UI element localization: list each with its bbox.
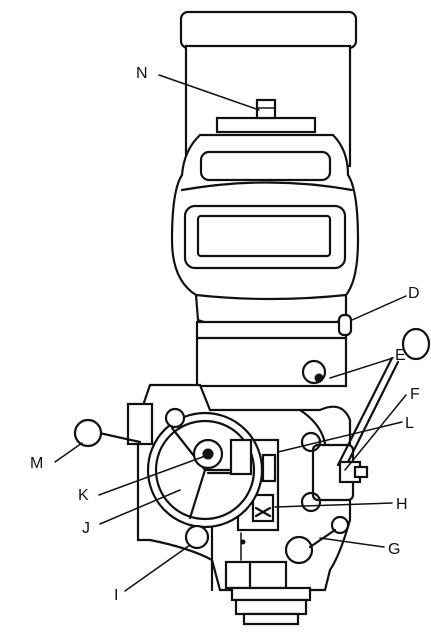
callout-e: E <box>395 347 406 364</box>
fine-feed-handwheel-k <box>146 407 264 529</box>
callout-l: L <box>405 415 414 432</box>
handle-knob-m <box>73 418 142 448</box>
callout-m: M <box>30 455 43 472</box>
callout-n: N <box>136 65 148 82</box>
callout-i: I <box>114 587 118 604</box>
quill-lock-ring-e <box>301 359 327 385</box>
callout-d: D <box>408 285 420 302</box>
callout-k: K <box>78 487 89 504</box>
knob-g <box>284 515 350 565</box>
callout-labels: N D E F L H G M K J I <box>30 65 420 604</box>
knob-i <box>184 524 210 550</box>
callout-h: H <box>396 496 408 513</box>
quill-feed-handle-f <box>336 327 431 484</box>
speed-lever-d <box>337 313 353 337</box>
leader-lines <box>54 74 407 592</box>
drawbar-nut <box>215 98 317 134</box>
callout-j: J <box>82 520 90 537</box>
callout-f: F <box>410 386 420 403</box>
callout-g: G <box>388 541 400 558</box>
belt-housing <box>170 133 360 332</box>
